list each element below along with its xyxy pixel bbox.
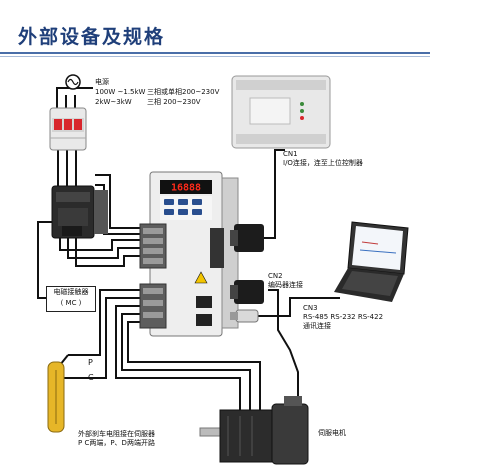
- cn2-desc: 编码器连接: [268, 281, 303, 289]
- cn1-connector-plug: [230, 224, 264, 252]
- circuit-breaker: [49, 107, 87, 151]
- cn1-id: CN1: [283, 150, 298, 158]
- brake-c-label: C: [88, 373, 94, 382]
- power-voltage-1: 三相或单相200~230V: [147, 88, 220, 96]
- title-divider-thin: [0, 56, 430, 57]
- servo-drive: [139, 171, 239, 337]
- brake-resistor: [47, 361, 65, 433]
- power-range-2: 2kW~3kW: [95, 98, 132, 106]
- mc-label-box: 电磁接触器 ( MC ): [46, 286, 96, 312]
- motor-label: 伺服电机: [318, 429, 346, 437]
- brake-desc-2: P C两端，P、D两端开路: [78, 439, 155, 447]
- servo-motor: [199, 396, 309, 465]
- power-voltage-2: 三相 200~230V: [147, 98, 201, 106]
- cn3-connector-plug: [230, 309, 259, 323]
- power-title: 电源: [95, 78, 109, 86]
- brake-desc-1: 外部刹车电阻接在伺服器: [78, 430, 155, 438]
- mc-label-line2: ( MC ): [60, 299, 82, 307]
- cn2-connector-plug: [230, 280, 264, 304]
- page-title: 外部设备及规格: [18, 26, 166, 48]
- mc-label-line1: 电磁接触器: [53, 288, 89, 296]
- cn3-protocols: RS-485 RS-232 RS-422: [303, 313, 384, 321]
- plc-controller: [231, 75, 331, 149]
- cn3-desc: 通讯连接: [303, 322, 331, 330]
- brake-p-label: P: [88, 358, 93, 367]
- laptop-computer: [334, 221, 409, 302]
- ac-source-icon: [65, 74, 81, 90]
- power-range-1: 100W ~1.5kW: [95, 88, 146, 96]
- magnetic-contactor: [51, 185, 108, 239]
- led-display-digits: 16888: [171, 183, 201, 194]
- cn1-desc: I/O连接，连至上位控制器: [283, 159, 363, 167]
- cn2-id: CN2: [268, 272, 283, 280]
- cn3-id: CN3: [303, 304, 318, 312]
- title-divider: [0, 52, 430, 54]
